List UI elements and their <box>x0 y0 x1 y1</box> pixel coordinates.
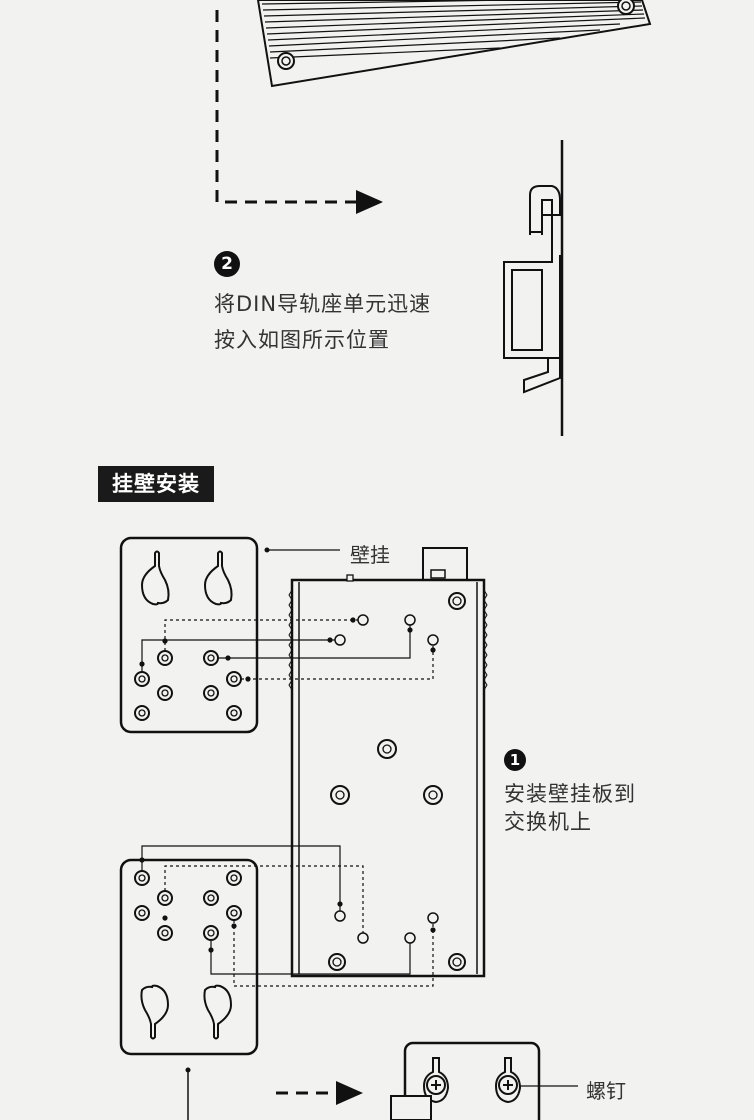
switch-body <box>288 547 488 978</box>
step-2-badge: 2 <box>214 251 240 277</box>
step-2-line-1: 将DIN导轨座单元迅速 <box>214 292 432 316</box>
step-2-line-2: 按入如图所示位置 <box>214 328 390 352</box>
din-rail-illustration <box>503 140 564 436</box>
step-1-badge: 1 <box>504 749 526 771</box>
step-1-line-1: 安装壁挂板到 <box>504 782 636 806</box>
heatsink-illustration <box>256 0 652 88</box>
section-title: 挂壁安装 <box>98 466 214 502</box>
screw-label: 螺钉 <box>586 1079 626 1103</box>
lower-wall-bracket <box>119 858 259 1056</box>
mounted-plate-illustration <box>390 1041 541 1120</box>
dashed-arrow <box>215 10 383 214</box>
bracket-label: 壁挂 <box>350 543 390 567</box>
upper-wall-bracket <box>119 536 259 734</box>
lower-alignment-lines <box>139 845 436 987</box>
upper-alignment-lines <box>139 617 436 682</box>
step-1-line-2: 交换机上 <box>504 810 592 834</box>
